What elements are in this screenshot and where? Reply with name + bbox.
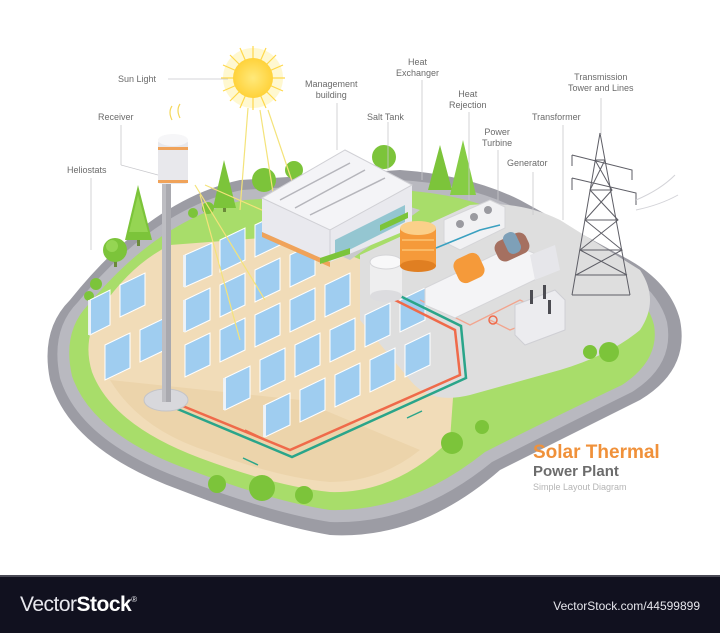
- tree-icon: [103, 238, 127, 267]
- generator: [494, 232, 560, 280]
- sun-icon: [221, 46, 285, 110]
- management-building: [260, 149, 414, 267]
- label-generator: Generator: [507, 158, 548, 168]
- label-transformer: Transformer: [532, 112, 581, 122]
- label-receiver: Receiver: [98, 112, 134, 122]
- label-salt-tank: Salt Tank: [367, 112, 404, 122]
- label-heliostats: Heliostats: [67, 165, 107, 175]
- diagram-title: Solar Thermal: [533, 442, 660, 463]
- label-heat-exchanger: Heat Exchanger: [396, 57, 440, 78]
- salt-tank: [369, 254, 403, 302]
- leader-lines: [90, 78, 602, 250]
- plant-illustration: [47, 46, 682, 536]
- brand-bold-text: Stock: [76, 593, 132, 616]
- heliostat-field: [88, 212, 431, 438]
- diagram-title-block: Solar Thermal Power Plant Simple Layout …: [533, 442, 660, 493]
- label-sun-light: Sun Light: [118, 74, 157, 84]
- label-transmission-tower: Transmission Tower and Lines: [568, 72, 634, 93]
- label-heat-rejection: Heat Rejection: [449, 89, 487, 110]
- label-power-turbine: Power Turbine: [482, 127, 513, 148]
- transmission-tower: [571, 132, 679, 296]
- tree-icon: [125, 185, 152, 246]
- tree-icon: [372, 145, 396, 169]
- brand-light-text: Vector: [20, 593, 77, 616]
- diagram-subtitle: Power Plant: [533, 463, 619, 480]
- heat-rejection: [435, 199, 506, 251]
- heat-exchanger: [400, 221, 436, 272]
- diagram-caption: Simple Layout Diagram: [533, 482, 627, 492]
- registered-mark: ®: [131, 595, 137, 604]
- transformer: [488, 285, 566, 346]
- vectorstock-logo[interactable]: VectorStock®: [20, 593, 137, 617]
- solar-thermal-diagram: Sun Light Receiver Heliostats Management…: [47, 46, 682, 536]
- receiver-tower: [143, 134, 189, 412]
- label-management-building: Management building: [305, 79, 358, 100]
- watermark-footer: VectorStock® VectorStock.com/44599899: [0, 575, 720, 633]
- tree-icon: [428, 140, 476, 195]
- stock-image-id: VectorStock.com/44599899: [553, 599, 700, 613]
